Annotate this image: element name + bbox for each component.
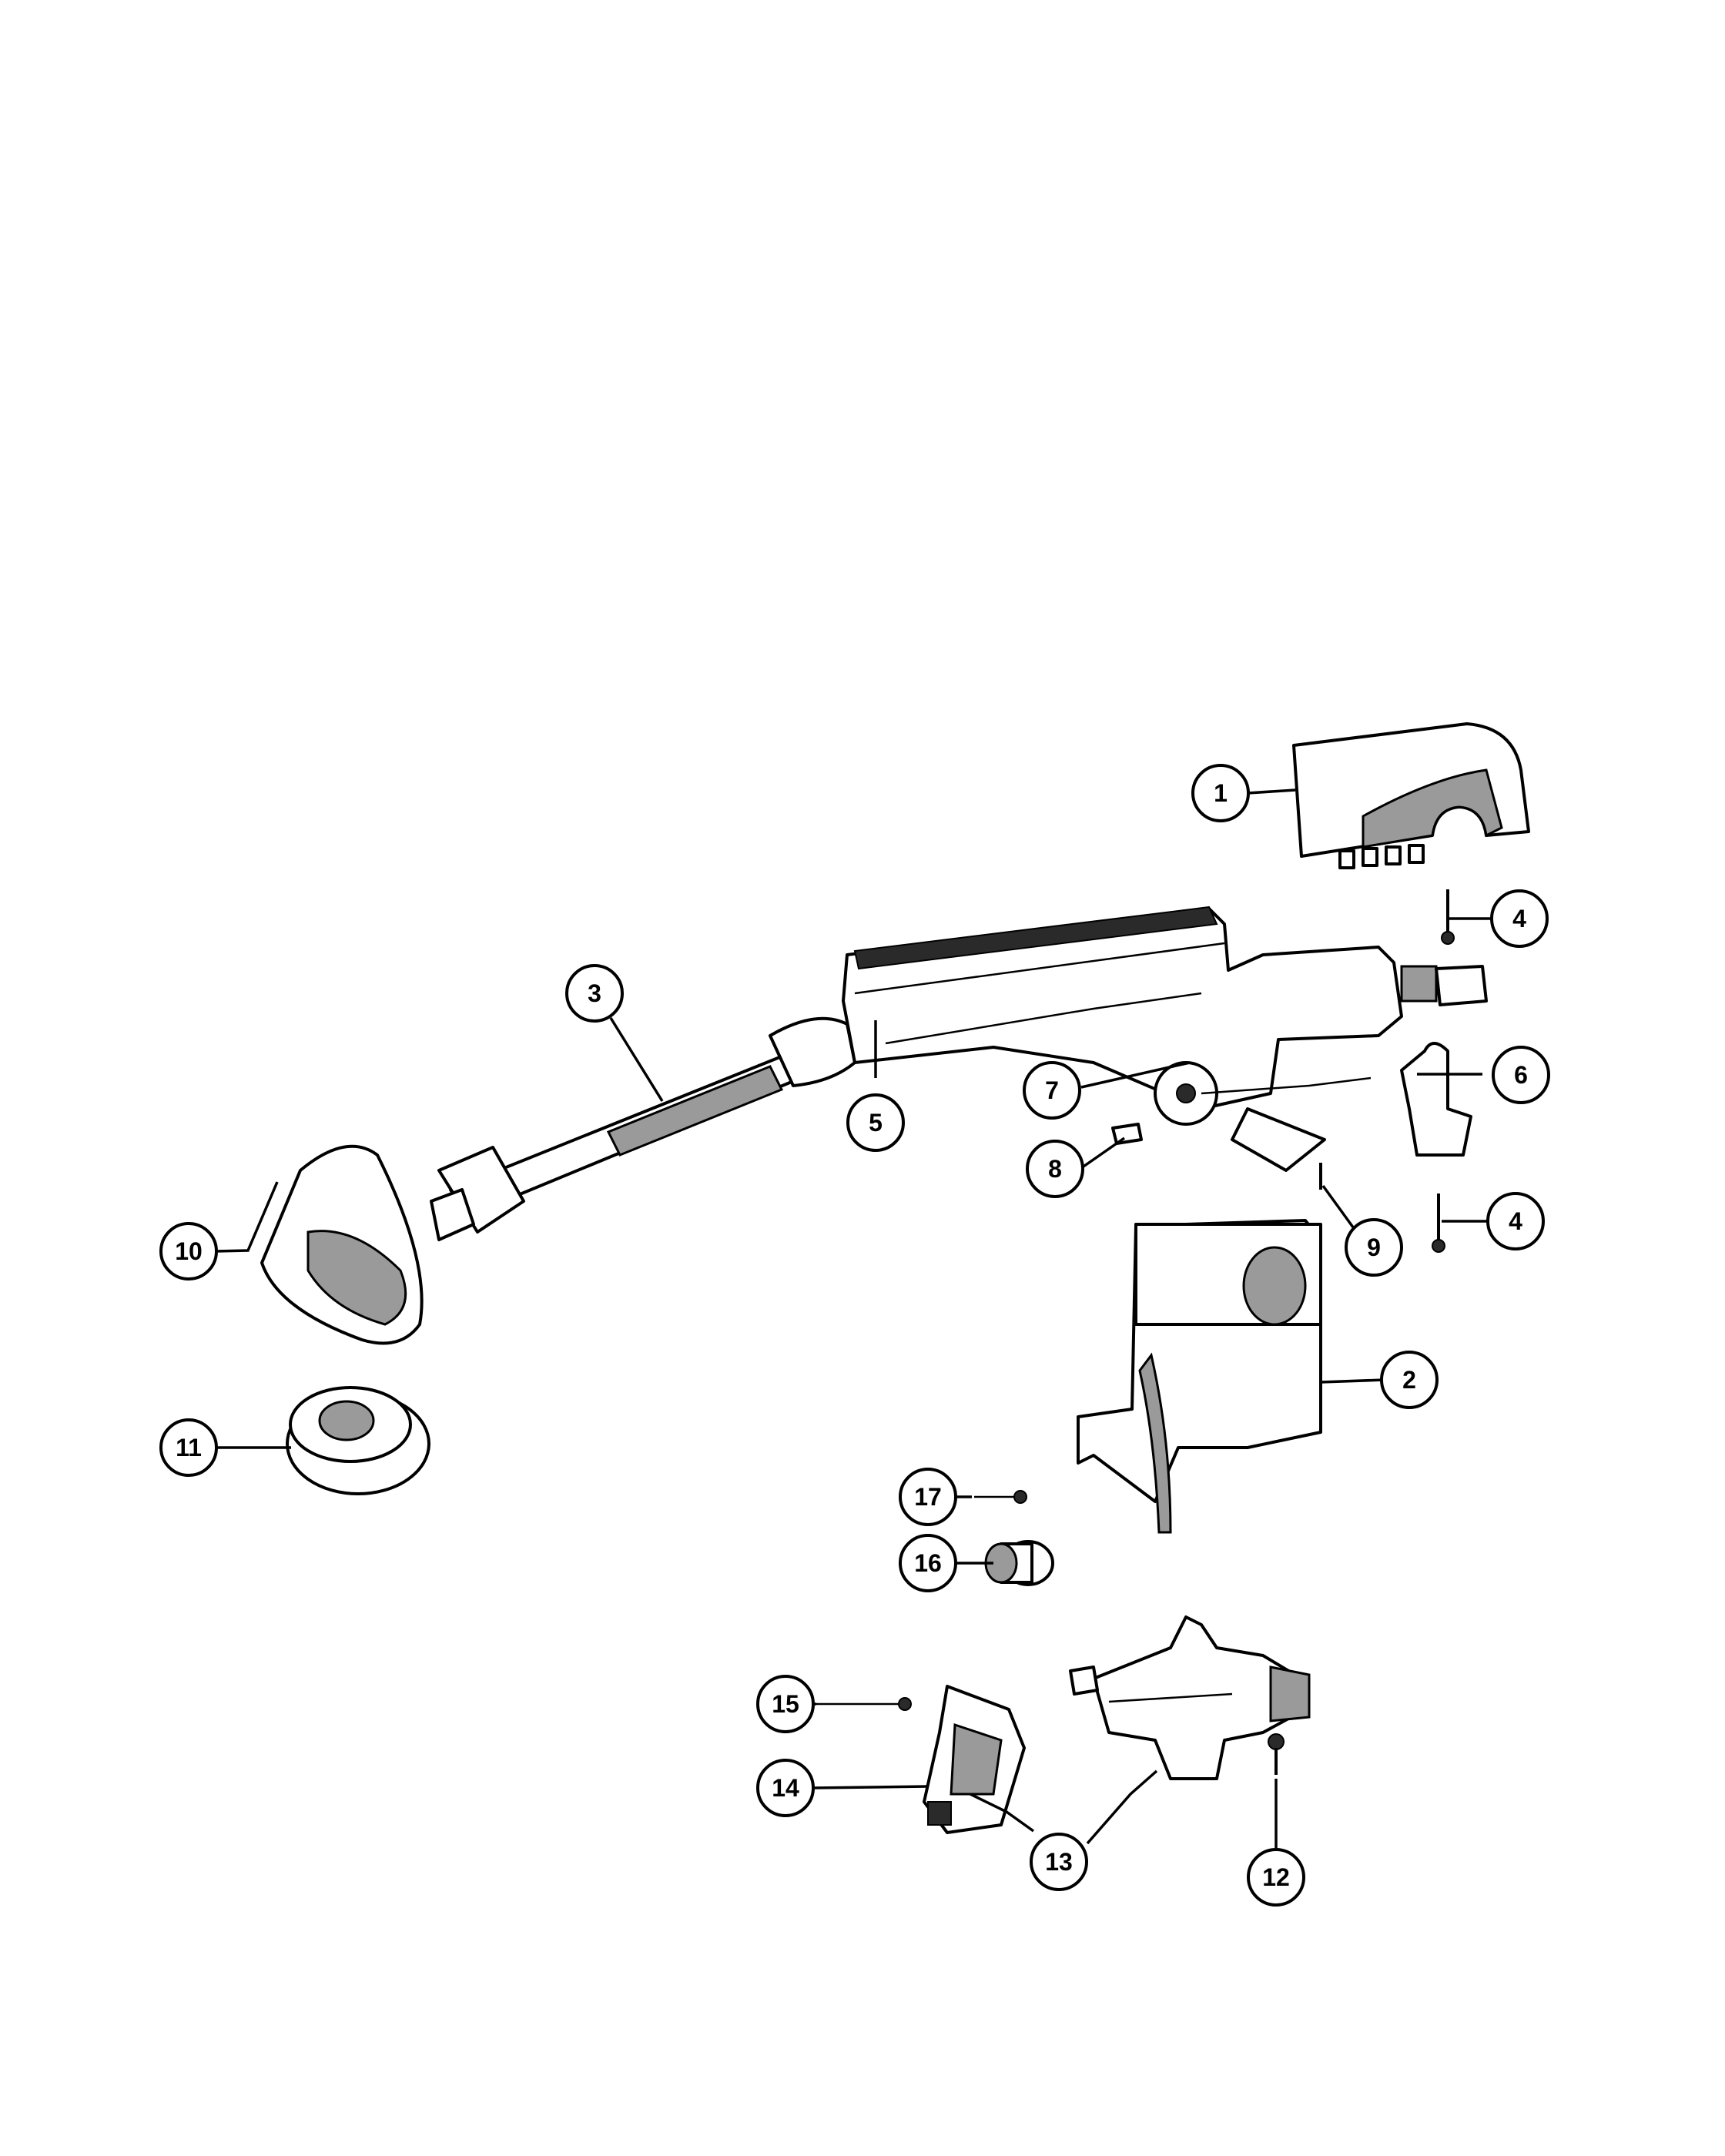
callout-12: 12 (1247, 1848, 1305, 1907)
leader-2 (1320, 1378, 1385, 1384)
callout-7: 7 (1023, 1061, 1081, 1120)
callout-16: 16 (899, 1534, 957, 1592)
callout-9: 9 (1345, 1218, 1403, 1277)
callout-17: 17 (899, 1468, 957, 1526)
callout-11-label: 11 (176, 1434, 202, 1461)
callout-4a-label: 4 (1512, 905, 1526, 932)
callout-8-label: 8 (1048, 1155, 1062, 1183)
callout-11: 11 (159, 1418, 218, 1477)
leader-lines (215, 788, 1492, 1848)
leader-3 (609, 1017, 664, 1102)
callout-10-label: 10 (175, 1237, 203, 1265)
part-screw-15 (812, 1697, 912, 1711)
callout-3: 3 (565, 964, 624, 1023)
callout-17-label: 17 (914, 1483, 942, 1511)
leader-14 (812, 1785, 929, 1789)
part-intermediate-shaft (430, 1016, 856, 1241)
part-bolt-4a (1441, 889, 1455, 945)
part-upper-shroud (1292, 722, 1530, 869)
callout-14: 14 (756, 1759, 815, 1817)
callout-13: 13 (1030, 1833, 1088, 1891)
callout-5-label: 5 (869, 1109, 883, 1137)
callout-15: 15 (756, 1675, 815, 1733)
callout-8: 8 (1026, 1140, 1084, 1198)
part-lower-shroud (1077, 1219, 1322, 1534)
leader-13 (970, 1769, 1158, 1845)
callout-13-label: 13 (1045, 1848, 1073, 1876)
part-ignition-housing (1069, 1615, 1311, 1780)
part-clip-8 (1111, 1123, 1143, 1145)
callout-10: 10 (159, 1222, 218, 1281)
callout-4b-label: 4 (1509, 1207, 1522, 1235)
leader-7 (1080, 1061, 1191, 1089)
leader-10 (215, 1181, 279, 1253)
callout-14-label: 14 (772, 1774, 799, 1802)
part-column-assembly (842, 906, 1488, 1172)
callout-1: 1 (1191, 764, 1250, 822)
callout-2: 2 (1380, 1351, 1439, 1409)
callout-5: 5 (846, 1093, 905, 1152)
part-boot-outer (260, 1144, 424, 1345)
callout-1-label: 1 (1214, 779, 1228, 807)
part-screw-17 (974, 1490, 1027, 1504)
callout-7-label: 7 (1045, 1076, 1059, 1104)
callout-3-label: 3 (588, 979, 601, 1007)
part-switch-module (923, 1685, 1026, 1834)
callout-2-label: 2 (1402, 1366, 1416, 1394)
part-bolt-4b (1432, 1194, 1445, 1253)
leader-8 (1080, 1137, 1126, 1170)
callout-6: 6 (1492, 1046, 1550, 1104)
callout-12-label: 12 (1262, 1863, 1290, 1891)
callout-6-label: 6 (1514, 1061, 1528, 1089)
leader-9 (1321, 1184, 1357, 1232)
callout-4a: 4 (1490, 889, 1549, 948)
part-sleeve (984, 1540, 1054, 1586)
leader-1 (1247, 788, 1296, 795)
callout-16-label: 16 (914, 1549, 942, 1577)
part-screw-12 (1268, 1733, 1285, 1775)
callout-15-label: 15 (772, 1690, 799, 1718)
part-bearing-seal (286, 1386, 430, 1495)
callout-9-label: 9 (1367, 1234, 1381, 1261)
callout-4b: 4 (1486, 1192, 1545, 1250)
